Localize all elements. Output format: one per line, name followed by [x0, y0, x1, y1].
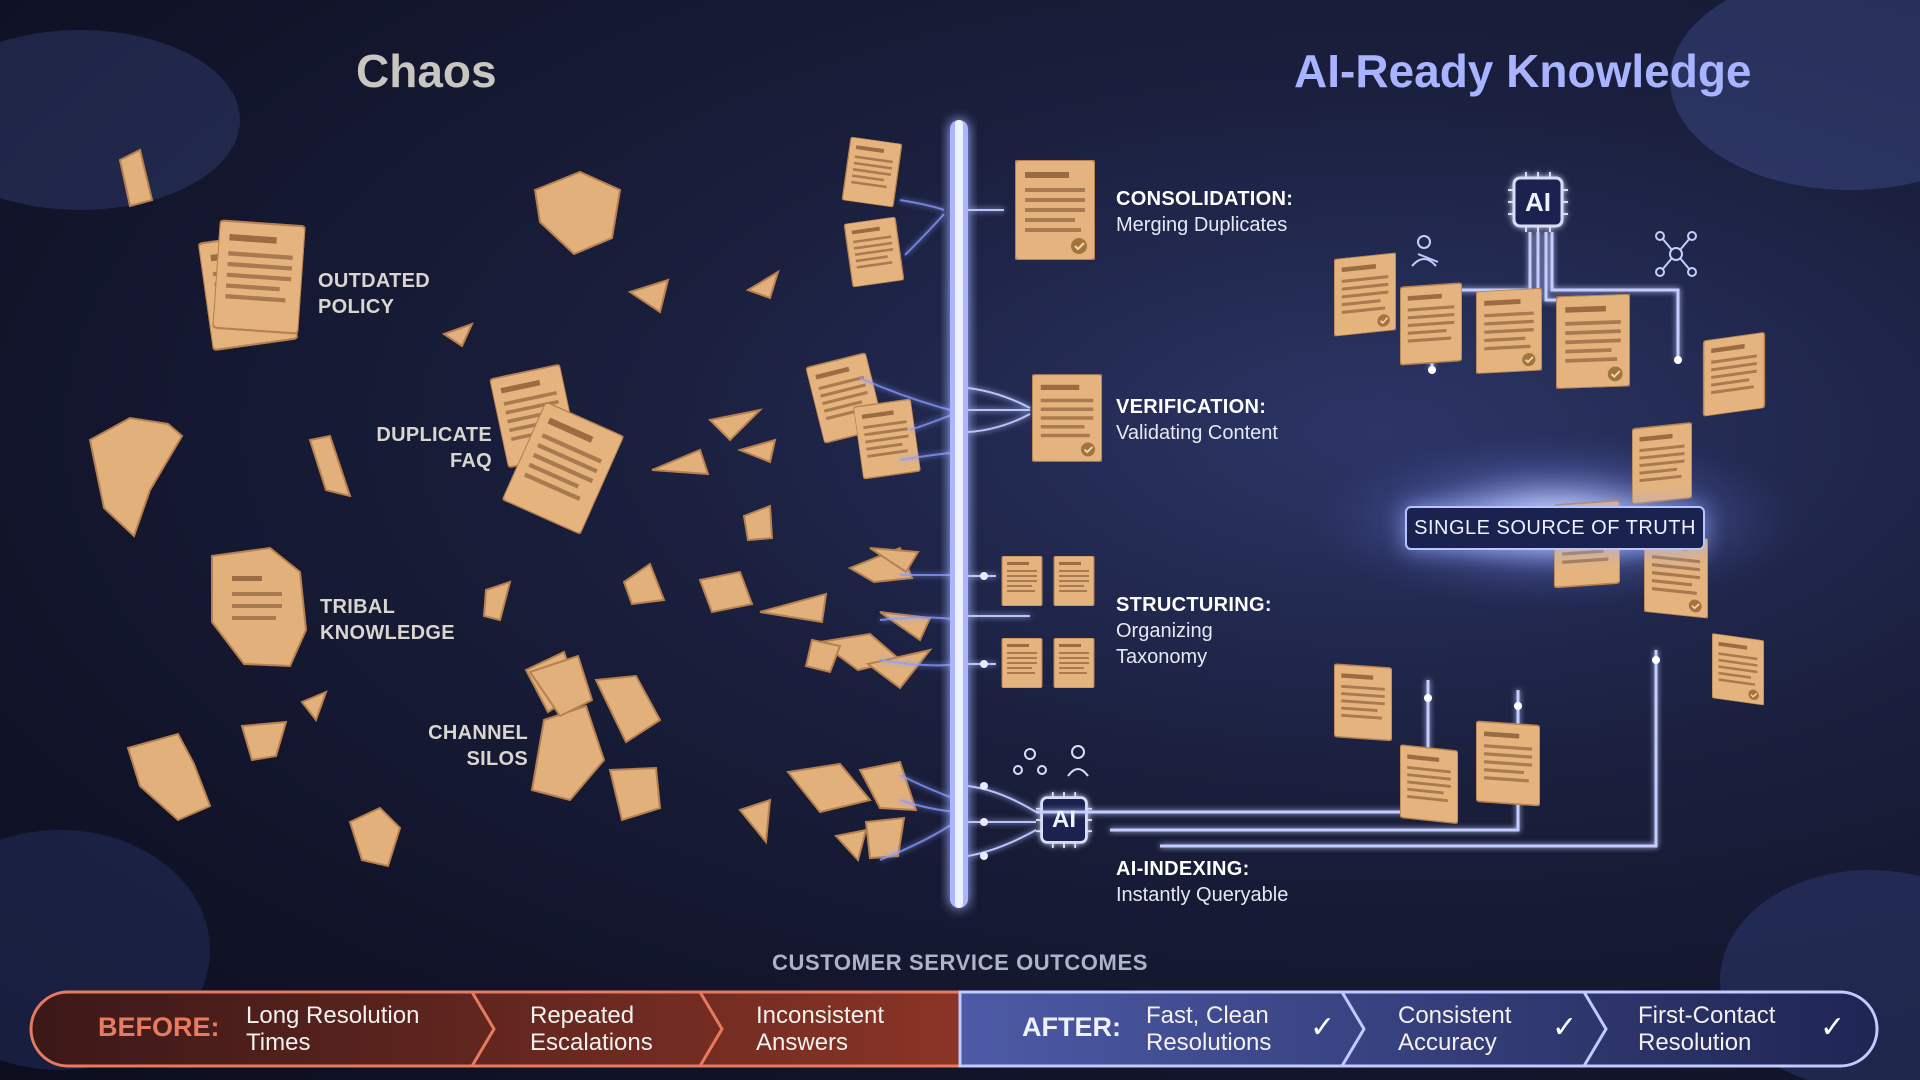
stage-structuring-desc-line2: Taxonomy [1116, 646, 1208, 668]
connector-dots [980, 572, 988, 860]
after-item-3-line1: First-Contact [1638, 1002, 1776, 1029]
flow-streaks [859, 199, 959, 861]
label-tribal-knowledge-line1: TRIBAL [320, 596, 396, 618]
after-label: AFTER: [1022, 1012, 1121, 1042]
channel-silos-fragments [528, 654, 594, 718]
stage-ai-indexing: AI-INDEXING: Instantly Queryable [1116, 856, 1288, 908]
structuring-docs-icon [1001, 556, 1095, 688]
before-item-long-resolution: Long Resolution Times [246, 1002, 419, 1056]
after-item-1-line1: Fast, Clean [1146, 1002, 1269, 1029]
before-item-1-line1: Long Resolution [246, 1002, 420, 1029]
after-item-1-line2: Resolutions [1146, 1029, 1272, 1056]
before-item-2-line2: Escalations [530, 1029, 653, 1056]
label-duplicate-faq-line2: FAQ [449, 450, 492, 472]
before-item-repeated-escalations: Repeated Escalations [530, 1002, 653, 1056]
after-item-first-contact: First-Contact Resolution [1638, 1002, 1775, 1056]
label-channel-silos-line1: CHANNEL [428, 722, 528, 744]
outcomes-title: CUSTOMER SERVICE OUTCOMES [771, 950, 1148, 975]
before-item-3-line2: Answers [756, 1029, 849, 1056]
tribal-knowledge-doc [211, 546, 308, 668]
before-item-3-line1: Inconsistent [756, 1002, 885, 1029]
outcomes-bar [29, 990, 1879, 1068]
label-outdated-policy-line1: OUTDATED [318, 270, 431, 292]
stage-verification: VERIFICATION: Validating Content [1116, 394, 1278, 446]
after-item-2-line2: Accuracy [1398, 1029, 1497, 1056]
outdated-policy-docs [197, 219, 306, 352]
processing-spine-core [955, 120, 963, 908]
before-label: BEFORE: [98, 1012, 220, 1042]
stage-structuring: STRUCTURING: Organizing Taxonomy [1116, 592, 1272, 670]
stage-ai-indexing-desc: Instantly Queryable [1116, 884, 1289, 906]
after-item-consistent-accuracy: Consistent Accuracy [1398, 1002, 1511, 1056]
label-duplicate-faq: DUPLICATE FAQ [370, 422, 492, 474]
indexing-ai-chip-label: AI [1052, 806, 1076, 833]
before-item-inconsistent-answers: Inconsistent Answers [756, 1002, 884, 1056]
consolidation-doc-icon [1015, 160, 1095, 260]
check-icon: ✓ [1310, 1011, 1336, 1044]
check-icon: ✓ [1820, 1011, 1846, 1044]
duplicate-faq-docs [489, 363, 625, 535]
stage-consolidation-desc: Merging Duplicates [1116, 214, 1288, 236]
incoming-docs [805, 135, 921, 480]
before-item-1-line2: Times [246, 1029, 311, 1056]
chaos-title: Chaos [356, 45, 497, 97]
before-item-2-line1: Repeated [530, 1002, 635, 1029]
label-outdated-policy: OUTDATED POLICY [318, 268, 430, 320]
check-icon: ✓ [1552, 1011, 1578, 1044]
network-icon [1655, 231, 1697, 277]
after-item-3-line2: Resolution [1638, 1029, 1752, 1056]
stage-consolidation-heading: CONSOLIDATION: [1116, 188, 1294, 210]
stage-structuring-desc-line1: Organizing [1116, 620, 1213, 642]
stage-verification-heading: VERIFICATION: [1116, 396, 1267, 418]
label-tribal-knowledge: TRIBAL KNOWLEDGE [320, 594, 455, 646]
after-item-fast-clean: Fast, Clean Resolutions [1146, 1002, 1271, 1056]
label-outdated-policy-line2: POLICY [318, 296, 395, 318]
verification-doc-icon [1032, 374, 1102, 462]
label-duplicate-faq-line1: DUPLICATE [376, 424, 492, 446]
chaos-fragments [88, 148, 933, 868]
single-source-of-truth-badge: SINGLE SOURCE OF TRUTH [1405, 506, 1705, 550]
people-icon [1411, 235, 1439, 267]
stage-consolidation: CONSOLIDATION: Merging Duplicates [1116, 186, 1293, 238]
stage-connectors [967, 209, 1037, 857]
label-channel-silos: CHANNEL SILOS [412, 720, 528, 772]
after-item-2-line1: Consistent [1398, 1002, 1512, 1029]
stage-structuring-heading: STRUCTURING: [1116, 594, 1272, 616]
label-channel-silos-line2: SILOS [466, 748, 528, 770]
ai-ready-title: AI-Ready Knowledge [1294, 45, 1752, 97]
stage-verification-desc: Validating Content [1116, 422, 1278, 444]
people-network-icon [1013, 745, 1089, 777]
label-tribal-knowledge-line2: KNOWLEDGE [320, 622, 455, 644]
top-ai-chip-label: AI [1525, 187, 1551, 217]
stage-ai-indexing-heading: AI-INDEXING: [1116, 858, 1250, 880]
